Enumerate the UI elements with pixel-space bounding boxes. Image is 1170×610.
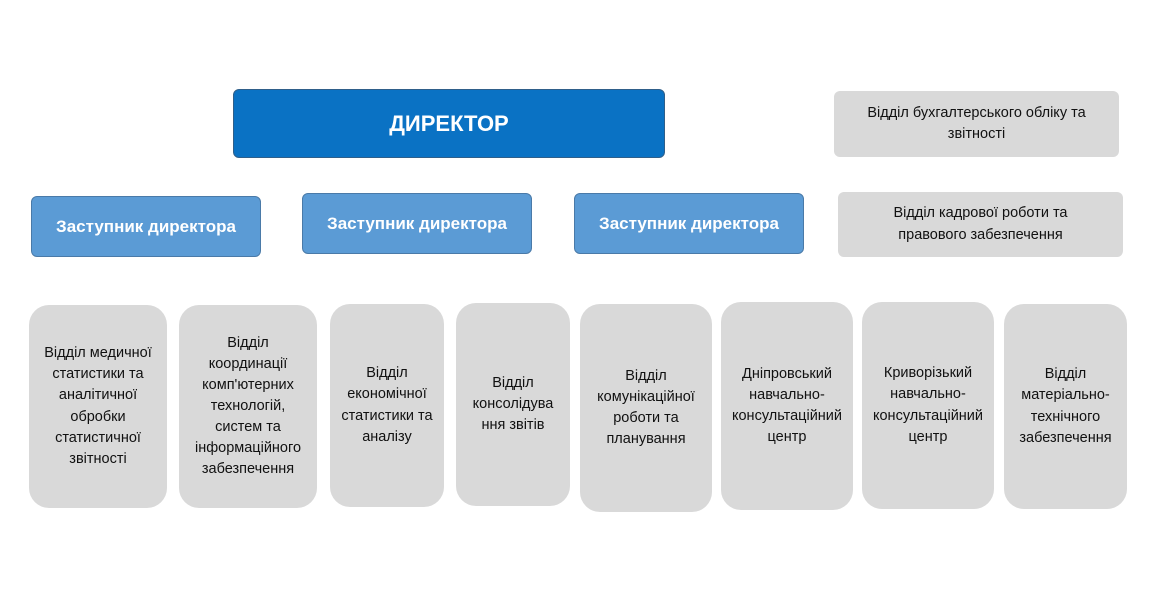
department-box-3: Відділ економічної статистики та аналізу (330, 304, 444, 507)
department-label: Відділ медичної статистики та аналітично… (44, 345, 152, 467)
department-label: Відділ комунікаційної роботи та плануван… (597, 367, 695, 448)
hr-legal-department-label: Відділ кадрової роботи та правового забе… (893, 205, 1068, 243)
department-label: Відділ матеріально- технічного забезпече… (1019, 366, 1112, 446)
deputy-director-box-2: Заступник директора (302, 193, 532, 254)
accounting-department-label: Відділ бухгалтерського обліку та звітнос… (867, 104, 1086, 142)
department-label: Відділ економічної статистики та аналізу (341, 365, 433, 445)
hr-legal-department-box: Відділ кадрової роботи та правового забе… (838, 192, 1123, 257)
department-box-4: Відділ консолідува ння звітів (456, 303, 570, 506)
deputy-director-box-1: Заступник директора (31, 196, 261, 257)
department-box-2: Відділ координації комп'ютерних технолог… (179, 305, 317, 508)
deputy-director-label: Заступник директора (327, 213, 507, 233)
department-label: Криворізький навчально- консультаційний … (872, 365, 984, 445)
department-label: Відділ координації комп'ютерних технолог… (194, 334, 302, 478)
deputy-director-label: Заступник директора (56, 216, 236, 236)
department-label: Відділ консолідува ння звітів (472, 374, 554, 433)
department-box-6: Дніпровський навчально- консультаційний … (721, 302, 853, 510)
director-label: ДИРЕКТОР (389, 110, 509, 136)
department-box-7: Криворізький навчально- консультаційний … (862, 302, 994, 509)
department-box-5: Відділ комунікаційної роботи та плануван… (580, 304, 712, 512)
director-box: ДИРЕКТОР (233, 89, 665, 158)
deputy-director-label: Заступник директора (599, 213, 779, 233)
accounting-department-box: Відділ бухгалтерського обліку та звітнос… (834, 91, 1119, 157)
deputy-director-box-3: Заступник директора (574, 193, 804, 254)
department-label: Дніпровський навчально- консультаційний … (731, 365, 843, 446)
department-box-8: Відділ матеріально- технічного забезпече… (1004, 304, 1127, 509)
department-box-1: Відділ медичної статистики та аналітично… (29, 305, 167, 508)
